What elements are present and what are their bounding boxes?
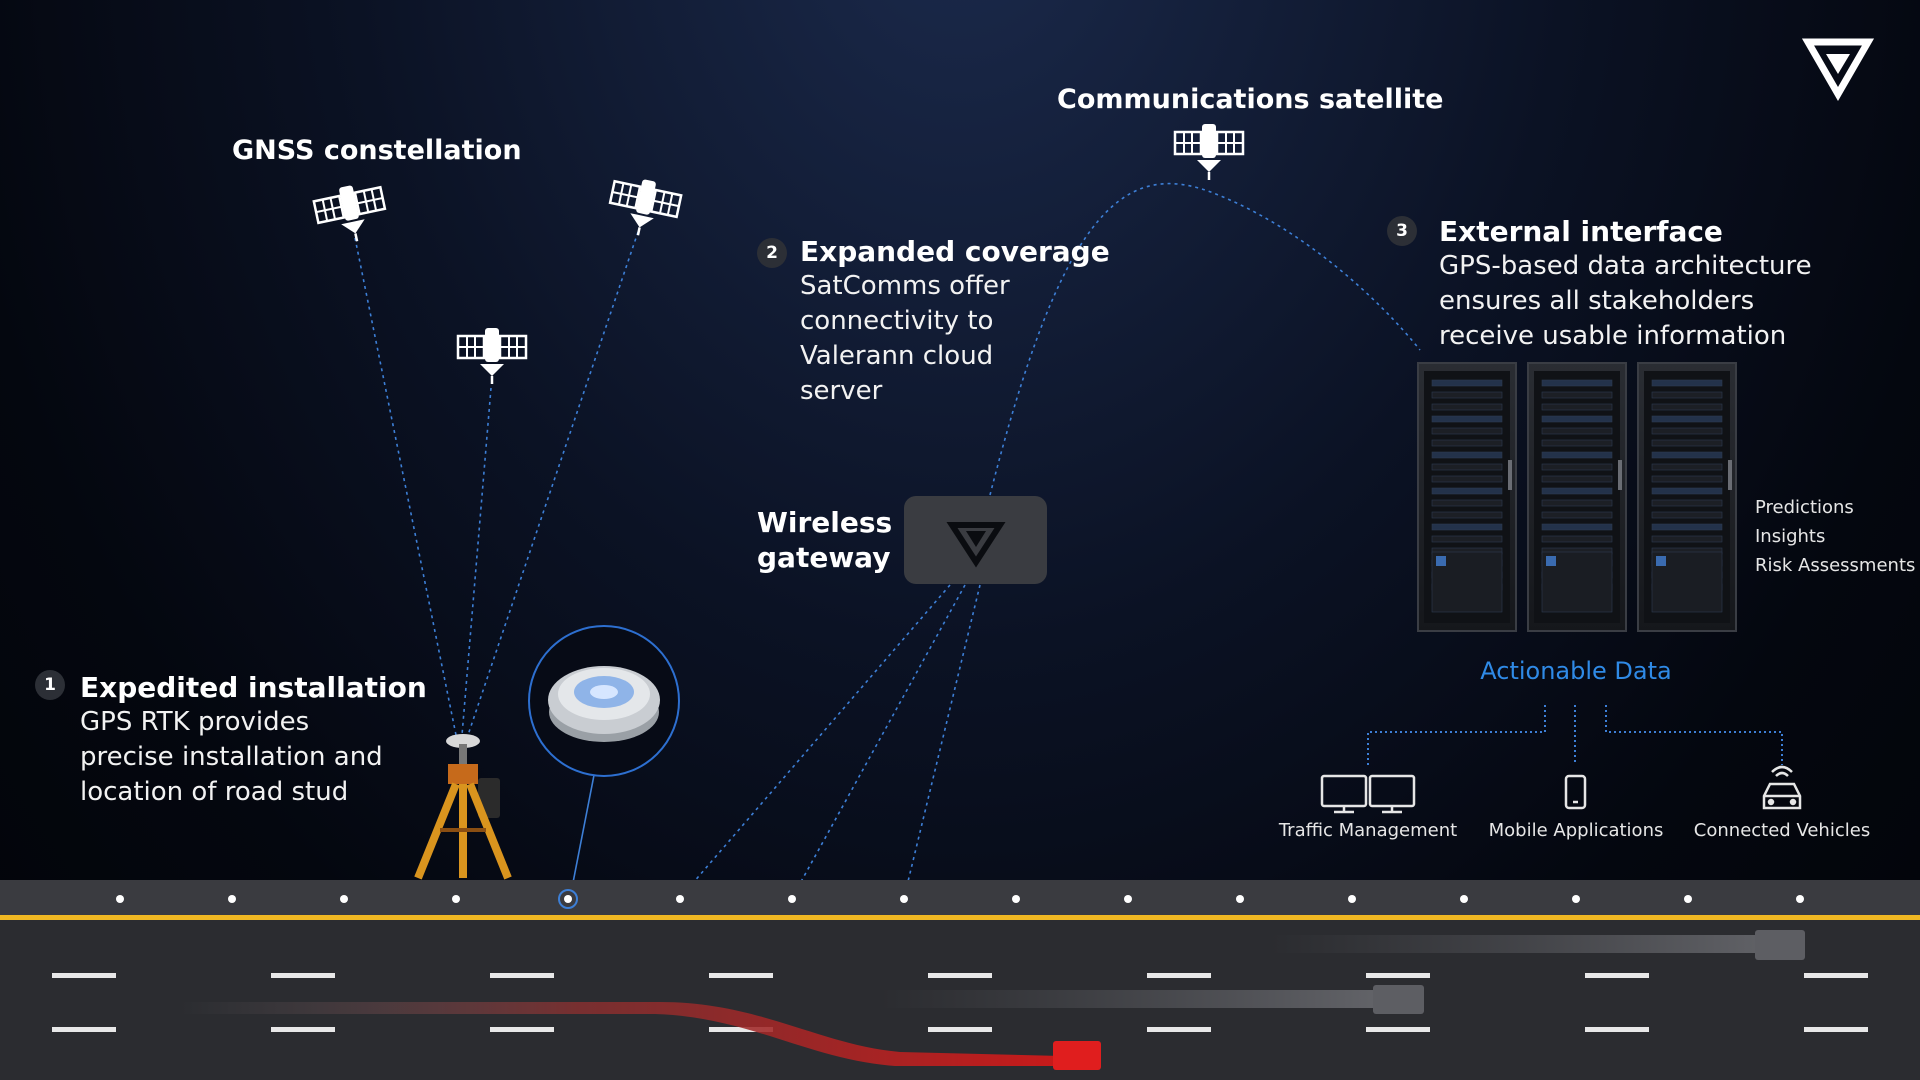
lane-dash [1366,1027,1430,1032]
lane-dash [709,973,773,978]
lane-dash [271,973,335,978]
output-risk-assessments: Risk Assessments [1755,555,1916,576]
step-2-line: Valerann cloud [800,341,994,371]
road-stud-dot [1236,895,1244,903]
gateway-signal-lines [679,584,981,899]
step-3-line: ensures all stakeholders [1439,286,1755,316]
lane-markings [52,973,1868,1032]
lane-dash [709,1027,773,1032]
road [0,880,1920,1080]
step-3-block: External interface GPS-based data archit… [1439,214,1812,354]
step-1-line: precise installation and [80,742,383,772]
road-stud-dot [1796,895,1804,903]
road-stud-dot [676,895,684,903]
step-3-title: External interface [1439,215,1723,248]
lane-dash [1804,973,1868,978]
road-stud-dot [340,895,348,903]
lane-dash [1147,1027,1211,1032]
step-3-line: receive usable information [1439,321,1787,351]
lane-dash [52,1027,116,1032]
vehicle-trails [180,930,1805,1070]
actionable-data-connectors [1367,705,1783,765]
outputs-list: Predictions Insights Risk Assessments [1755,493,1915,580]
actionable-data-label: Actionable Data [1480,657,1672,685]
brand-logo-icon [1801,38,1875,102]
lane-dash [1585,973,1649,978]
step-3-line: GPS-based data architecture [1439,251,1812,281]
lane-dash [490,1027,554,1032]
satellite-icon [603,172,685,244]
road-stud-dot [116,895,124,903]
wireless-gateway-label-line: Wireless [757,506,893,539]
step-1-title: Expedited installation [80,671,427,704]
road-stud-dot [1684,895,1692,903]
lane-dash [490,973,554,978]
step-2-line: connectivity to [800,306,994,336]
step-badge-1: 1 [35,670,65,700]
road-stud-dot [1460,895,1468,903]
lane-dash [928,1027,992,1032]
satellite-icon [310,178,392,250]
lane-dash [52,973,116,978]
monitors-icon [1320,774,1416,814]
step-2-line: server [800,376,883,406]
satcom-arc [989,182,1421,496]
road-stud-icon [528,625,680,899]
road-stud-dot [1012,895,1020,903]
communications-satellite-label: Communications satellite [1057,84,1444,115]
step-1-line: location of road stud [80,777,349,807]
road-stud-dot [564,895,572,903]
lane-dash [271,1027,335,1032]
step-2-block: Expanded coverage SatComms offer connect… [800,234,1110,409]
lane-dash [928,973,992,978]
step-badge-3: 3 [1387,216,1417,246]
satellite-icon [1173,122,1245,182]
road-stud-dot [1572,895,1580,903]
road-stud-dot [228,895,236,903]
satellite-icon [456,326,528,386]
gnss-constellation-label: GNSS constellation [232,135,522,166]
road-stud-dot [1348,895,1356,903]
gnss-signal-lines [354,231,639,736]
lane-dash [1366,973,1430,978]
output-predictions: Predictions [1755,497,1854,518]
lane-dash [1147,973,1211,978]
output-insights: Insights [1755,526,1826,547]
connected-car-icon [1762,765,1802,810]
road-stud-markers [116,889,1804,909]
server-rack-slots [1431,379,1732,613]
lane-dash [1804,1027,1868,1032]
road-stud-dot [900,895,908,903]
road-stud-dot [1124,895,1132,903]
phone-icon [1564,774,1587,810]
wireless-gateway-label-line: gateway [757,541,891,574]
consumer-mobile-applications: Mobile Applications [1488,820,1664,841]
wireless-gateway-label: Wireless gateway [757,505,892,575]
step-badge-2: 2 [757,238,787,268]
step-1-block: Expedited installation GPS RTK provides … [80,670,427,810]
road-stud-dot [788,895,796,903]
step-1-line: GPS RTK provides [80,707,310,737]
consumer-traffic-management: Traffic Management [1278,820,1458,841]
step-2-title: Expanded coverage [800,235,1110,268]
wireless-gateway-device [904,496,1047,584]
incident-vehicle [1053,1041,1101,1070]
step-2-line: SatComms offer [800,271,1010,301]
gps-tripod-icon [414,734,512,880]
lane-dash [1585,1027,1649,1032]
road-stud-dot [452,895,460,903]
consumer-connected-vehicles: Connected Vehicles [1693,820,1871,841]
